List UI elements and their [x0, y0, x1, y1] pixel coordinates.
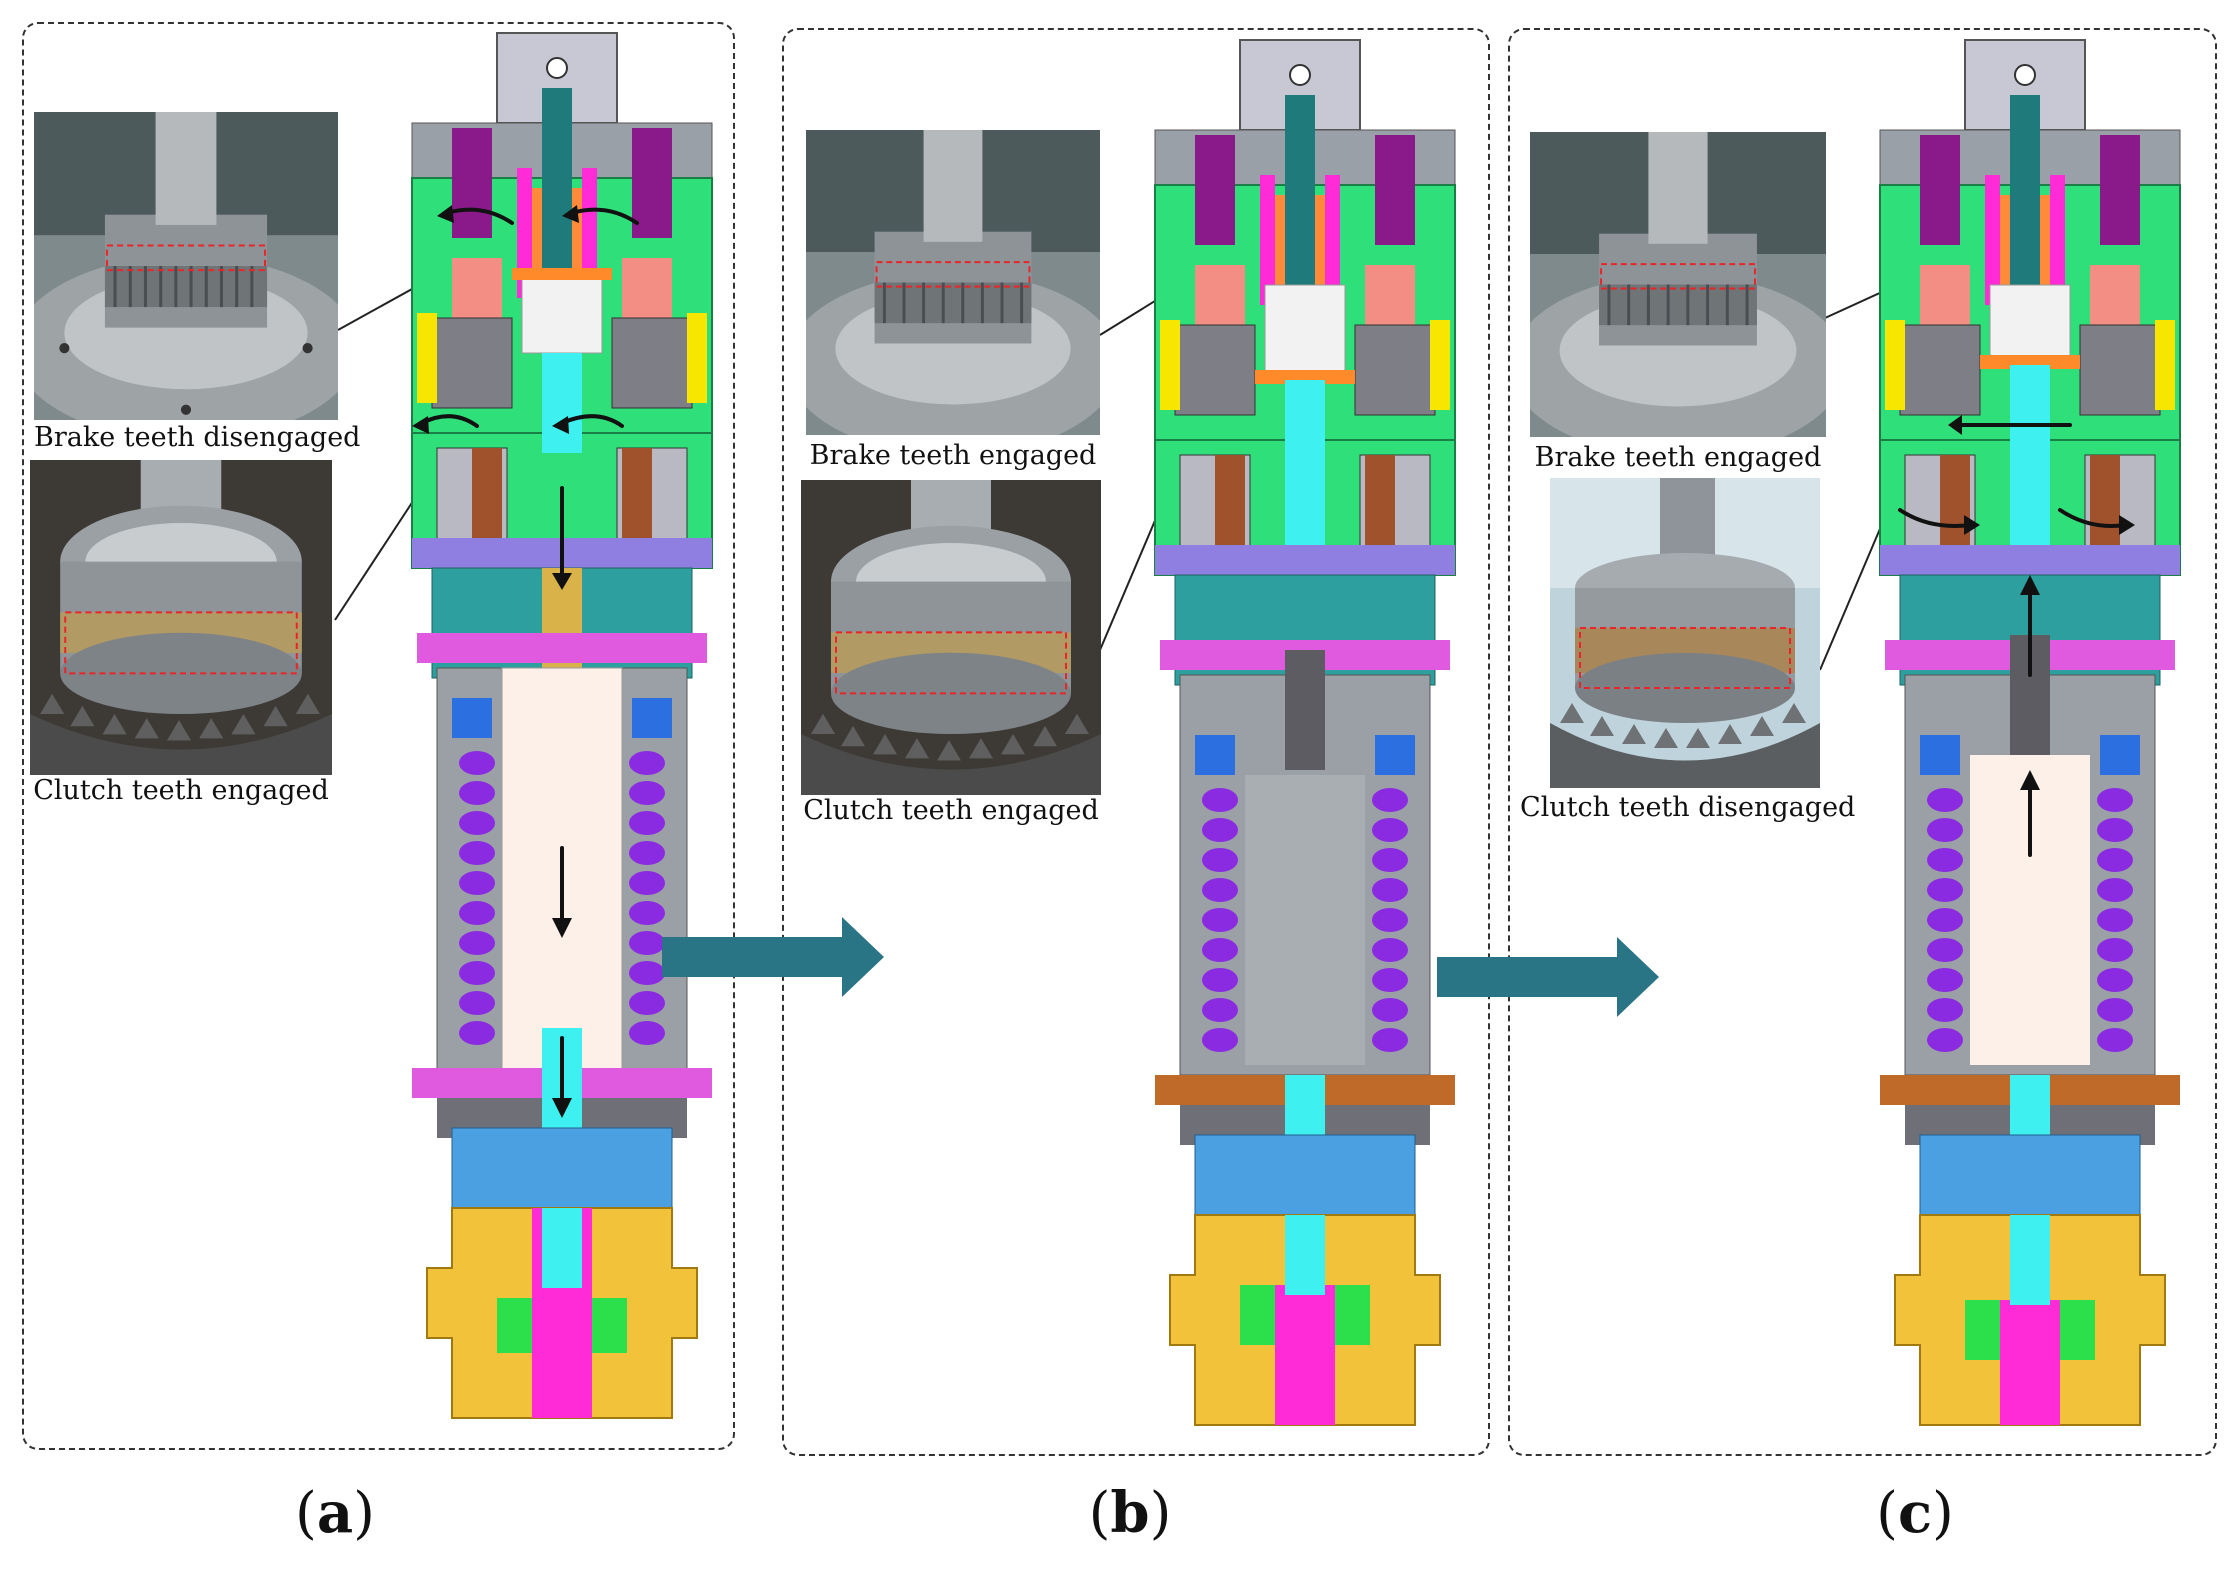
- panel-c-brake-photo: [1530, 132, 1826, 437]
- panel-a-clutch-photo: [30, 460, 332, 775]
- flow-arrow-a-to-b: [662, 917, 884, 997]
- panel-c-mechanism: [1860, 35, 2200, 1445]
- panel-b-brake-photo: [806, 130, 1100, 435]
- panel-a-bottom-caption: Clutch teeth engaged: [33, 775, 329, 806]
- panel-b-top-caption: Brake teeth engaged: [809, 440, 1097, 471]
- panel-c-label: (c): [1876, 1480, 1954, 1546]
- panel-b-mechanism: [1135, 35, 1475, 1445]
- panel-a-frame: [22, 22, 735, 1450]
- panel-a-brake-photo: [34, 112, 338, 420]
- panel-b-label: (b): [1088, 1480, 1172, 1546]
- panel-c-frame: [1508, 28, 2217, 1456]
- panel-c-bottom-caption: Clutch teeth disengaged: [1520, 792, 1856, 823]
- panel-c-top-caption: Brake teeth engaged: [1534, 442, 1822, 473]
- panel-a-top-caption: Brake teeth disengaged: [34, 422, 361, 453]
- panel-b-label-letter: b: [1110, 1480, 1150, 1546]
- panel-b-frame: [782, 28, 1490, 1456]
- panel-b-clutch-photo: [801, 480, 1101, 795]
- panel-a-label: (a): [294, 1480, 375, 1546]
- panel-c-clutch-photo: [1550, 478, 1820, 788]
- flow-arrow-b-to-c: [1437, 937, 1659, 1017]
- panel-a-label-letter: a: [316, 1480, 354, 1546]
- panel-c-label-letter: c: [1897, 1480, 1933, 1546]
- panel-b-bottom-caption: Clutch teeth engaged: [803, 795, 1099, 826]
- panel-a-mechanism: [392, 28, 732, 1438]
